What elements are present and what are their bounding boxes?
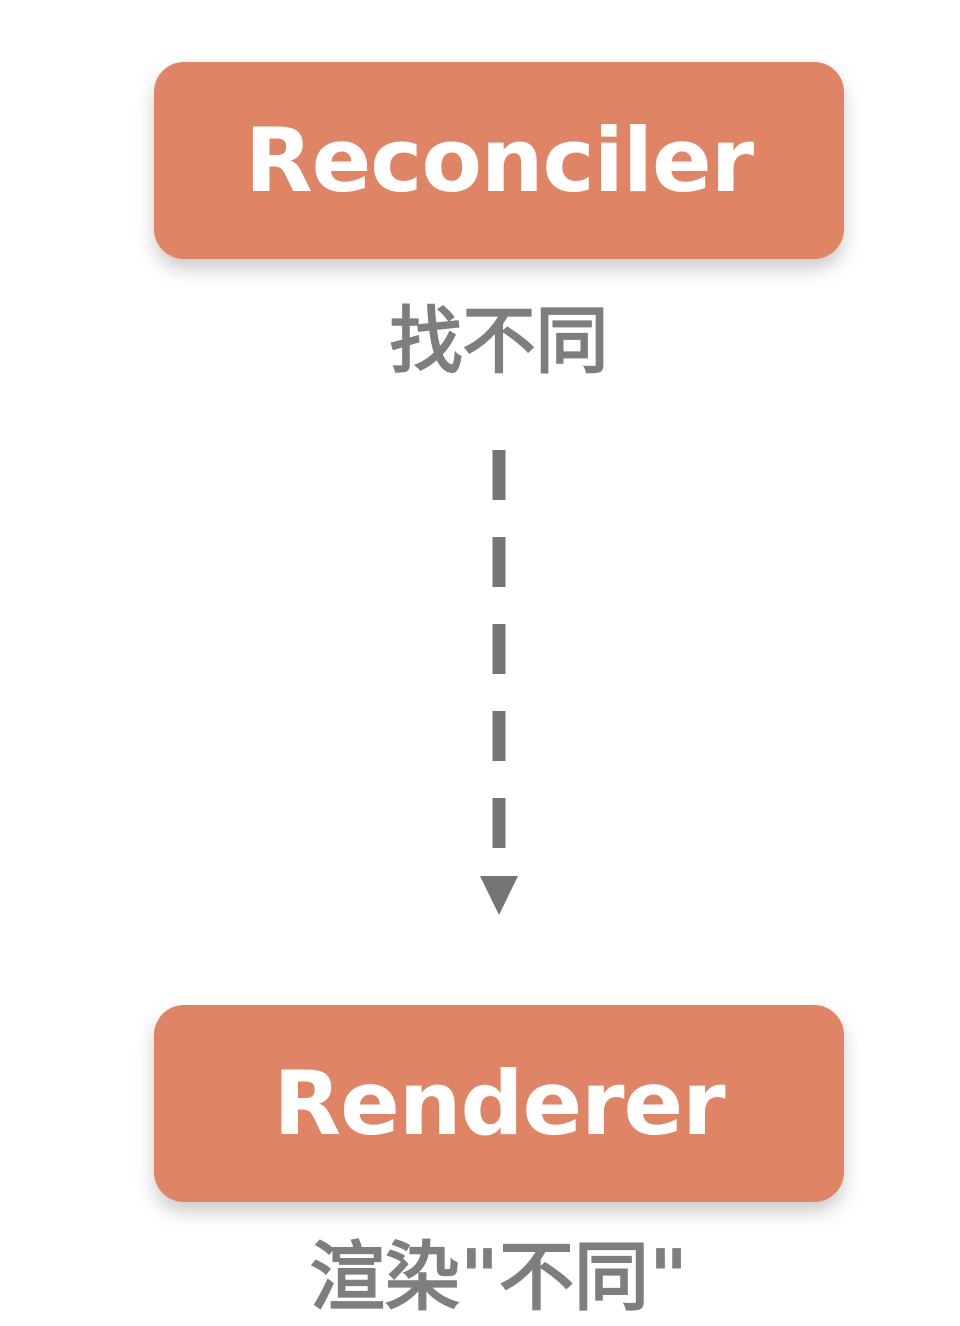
caption-find-difference: 找不同 (389, 299, 609, 384)
caption-render-difference: 渲染"不同" (309, 1233, 689, 1321)
node-reconciler-label: Reconciler (244, 108, 754, 212)
diagram-column: Reconciler 找不同 Renderer 渲染"不同" (19, 0, 960, 1315)
node-reconciler: Reconciler (154, 62, 844, 259)
dashed-down-arrow-icon (480, 450, 518, 915)
arrow-head (480, 876, 518, 915)
node-renderer-label: Renderer (273, 1051, 725, 1155)
node-renderer: Renderer (154, 1005, 844, 1202)
